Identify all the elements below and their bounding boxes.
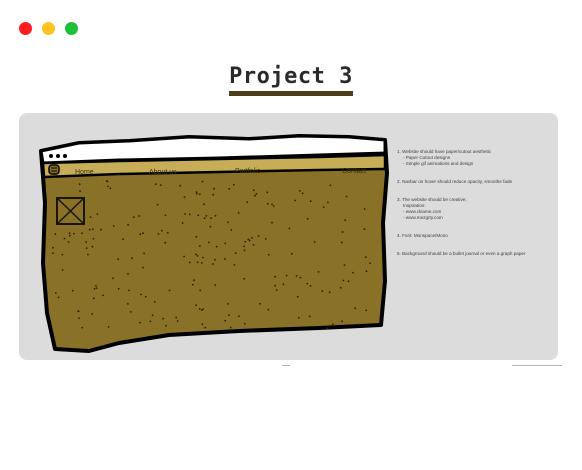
minimize-button[interactable] — [42, 22, 55, 35]
divider — [282, 365, 290, 366]
sketch-navbar — [41, 153, 387, 179]
browser-dot-icon — [49, 154, 53, 158]
note-5: 5. Background should be a bullet journal… — [397, 251, 526, 256]
note-4: 4. Font: Monspace/Mono — [397, 233, 448, 238]
sketch-nav-contact: Contact — [342, 168, 367, 175]
requirements-notes: 1. Website should have paper/cutout aest… — [397, 149, 555, 269]
sketch-nav-portfolio: Portfolio — [235, 168, 261, 175]
note-1: 1. Website should have paper/cutout aest… — [397, 149, 492, 166]
maximize-button[interactable] — [65, 22, 78, 35]
close-button[interactable] — [19, 22, 32, 35]
menu-icon — [48, 164, 60, 175]
paper-texture-dots — [52, 180, 371, 330]
sketch-nav-about: About us — [149, 169, 177, 176]
note-3: 3. The website should be creative; Inspi… — [397, 197, 467, 220]
divider — [512, 365, 562, 366]
image-placeholder-icon — [56, 197, 85, 225]
page-title-text: Project 3 — [229, 64, 353, 96]
wireframe-image: Home About us Portfolio Contact 1. Websi… — [19, 113, 558, 360]
note-2: 2. Navbar on hover should reduce opacity… — [397, 179, 513, 184]
browser-dot-icon — [63, 154, 67, 158]
wireframe-sketch — [39, 134, 389, 353]
browser-dot-icon — [56, 154, 60, 158]
window-controls — [19, 22, 78, 35]
sketch-nav-home: Home — [75, 169, 94, 176]
page-title: Project 3 — [0, 64, 582, 96]
